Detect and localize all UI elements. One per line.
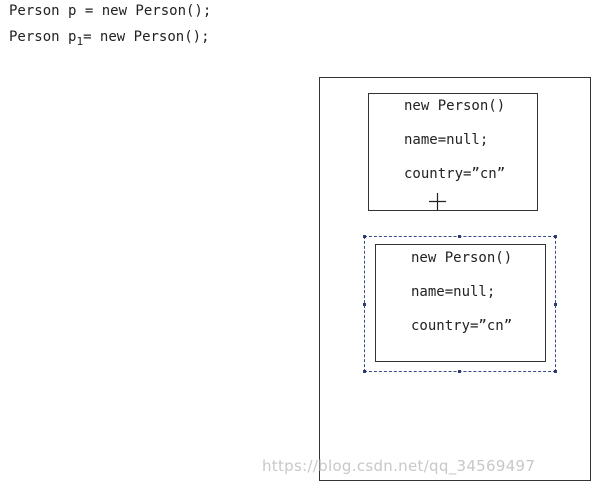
code-line-2: Person p1= new Person(); [9, 29, 210, 50]
object-1-country-field: country=”cn” [404, 166, 506, 182]
object-2-country-field: country=”cn” [411, 318, 513, 334]
code-line-1: Person p = new Person(); [9, 3, 212, 19]
resize-handle-left[interactable] [363, 303, 366, 306]
object-1-constructor: new Person() [404, 98, 506, 114]
resize-handle-bottom-right[interactable] [554, 370, 557, 373]
resize-handle-top[interactable] [458, 235, 461, 238]
object-2-name-field: name=null; [411, 284, 496, 300]
person-object-2[interactable]: new Person() name=null; country=”cn” [375, 244, 546, 362]
resize-handle-right[interactable] [554, 303, 557, 306]
resize-handle-bottom-left[interactable] [363, 370, 366, 373]
person-object-1[interactable]: new Person() name=null; country=”cn” [368, 93, 538, 211]
code-line-2-subscript: 1 [76, 34, 84, 48]
resize-handle-top-left[interactable] [363, 235, 366, 238]
code-line-2-suffix: = new Person(); [83, 29, 210, 45]
resize-handle-top-right[interactable] [554, 235, 557, 238]
object-2-constructor: new Person() [411, 250, 513, 266]
code-line-2-prefix: Person p [9, 29, 77, 45]
resize-handle-bottom[interactable] [458, 370, 461, 373]
watermark-url: https://blog.csdn.net/qq_34569497 [262, 457, 536, 475]
crosshair-move-icon [429, 193, 446, 210]
selection-frame[interactable] [363, 235, 557, 373]
heap-memory-area [319, 77, 591, 481]
object-1-name-field: name=null; [404, 132, 489, 148]
